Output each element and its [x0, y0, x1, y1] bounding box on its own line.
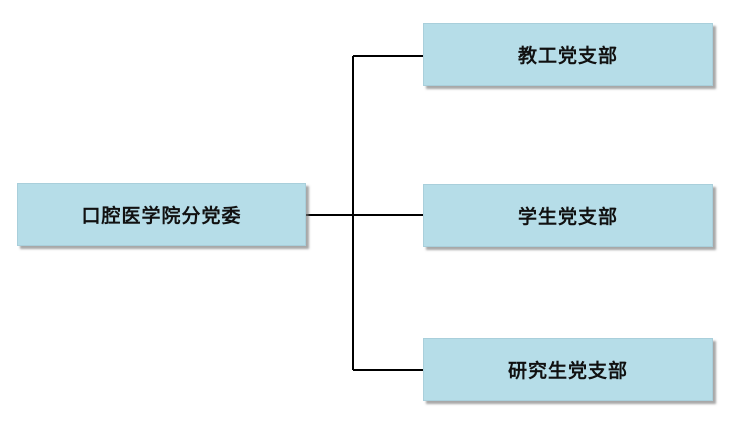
root-node: 口腔医学院分党委: [17, 183, 306, 246]
child-node-student-branch: 学生党支部: [423, 184, 713, 247]
child-node-label: 学生党支部: [517, 206, 618, 228]
child-node-label: 研究生党支部: [507, 360, 628, 382]
child-node-staff-branch: 教工党支部: [423, 23, 713, 86]
child-node-label: 教工党支部: [517, 45, 618, 67]
child-node-graduate-branch: 研究生党支部: [423, 338, 713, 401]
root-node-label: 口腔医学院分党委: [81, 205, 242, 227]
